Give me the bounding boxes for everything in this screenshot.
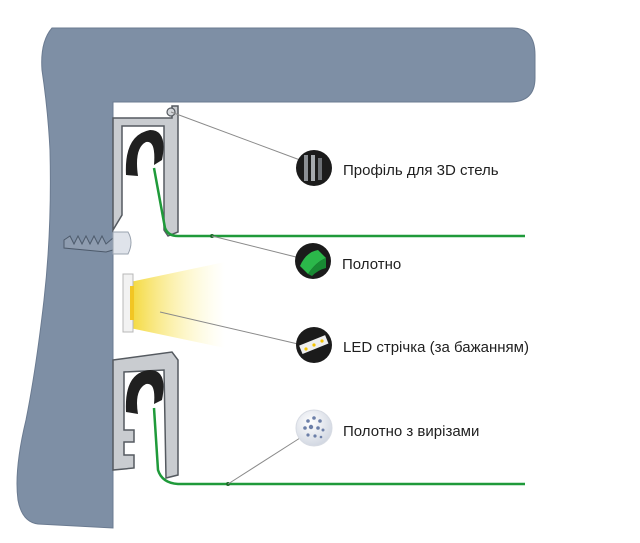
leader-line-canvas xyxy=(211,235,297,258)
ceiling-wall xyxy=(16,27,536,529)
canvas-film-lower xyxy=(152,407,525,486)
lower-profile xyxy=(112,351,179,479)
screw-icon xyxy=(63,231,132,255)
label-led-strip: LED стрічка (за бажанням) xyxy=(343,339,529,356)
perforated-canvas-icon xyxy=(295,409,333,447)
upper-profile xyxy=(112,105,179,237)
leader-line-profile xyxy=(170,111,301,161)
led-strip-icon xyxy=(296,327,332,363)
label-canvas-with-cutouts: Полотно з вирізами xyxy=(343,423,480,440)
leader-line-cutouts xyxy=(227,437,301,485)
green-canvas-icon xyxy=(295,243,331,279)
leader-line-led xyxy=(159,311,299,345)
led-strip xyxy=(122,262,225,348)
label-profile: Профіль для 3D стель xyxy=(343,162,499,179)
label-canvas: Полотно xyxy=(342,256,402,273)
profile-section-icon xyxy=(296,150,332,186)
